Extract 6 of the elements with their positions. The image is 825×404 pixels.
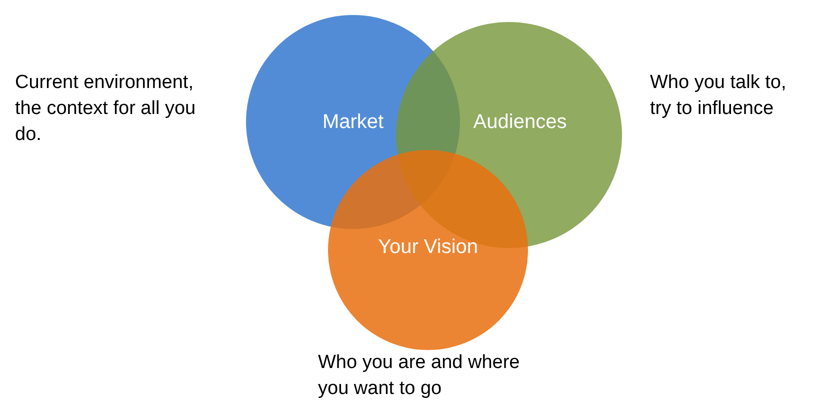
circle-label: Your Vision	[378, 237, 478, 257]
description-text: Who you talk to, try to influence	[650, 71, 788, 121]
circle-label: Audiences	[473, 112, 567, 132]
description-text: Who you are and where you want to go	[318, 351, 521, 401]
description-text: Current environment, the context for all you do.	[15, 71, 197, 147]
circle-label: Market	[322, 112, 384, 132]
